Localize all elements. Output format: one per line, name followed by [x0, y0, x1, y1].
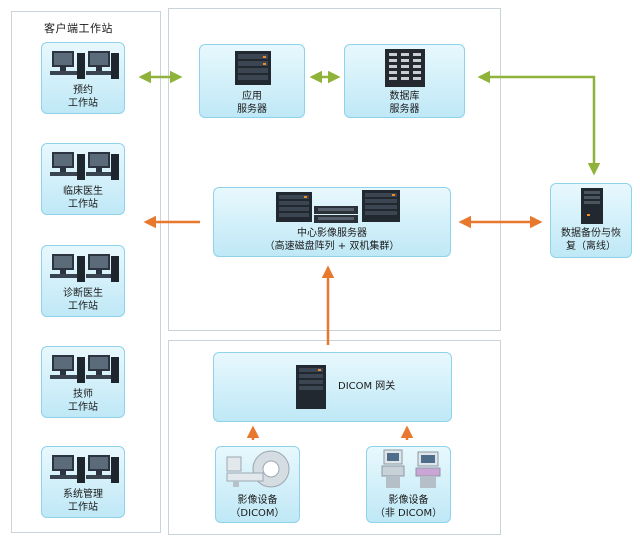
- workstation-diagnostic[interactable]: 诊断医生 工作站: [41, 245, 125, 317]
- workstation-admin[interactable]: 系统管理 工作站: [41, 446, 125, 518]
- database-rack-icon: [385, 49, 425, 87]
- central-server-label-line2: （高速磁盘阵列 + 双机集群）: [264, 241, 400, 252]
- workstation-icon: [50, 455, 119, 483]
- ct-scanner-icon: [226, 450, 290, 488]
- workstation-icon: [50, 355, 119, 383]
- workstation-label-line1: 临床医生: [63, 186, 103, 197]
- workstation-clinician[interactable]: 临床医生 工作站: [41, 143, 125, 215]
- tower-server-icon: [581, 188, 603, 224]
- device-non-dicom-label-line2: （非 DICOM）: [374, 508, 443, 519]
- workstation-icon: [50, 51, 119, 79]
- workstation-label-line2: 工作站: [68, 502, 98, 513]
- imaging-device-non-dicom[interactable]: 影像设备 （非 DICOM）: [366, 446, 451, 523]
- central-server-label-line1: 中心影像服务器: [297, 228, 367, 239]
- workstation-appointment[interactable]: 预约 工作站: [41, 42, 125, 114]
- backup-label-line2: 复（离线）: [566, 241, 616, 252]
- central-image-server[interactable]: 中心影像服务器 （高速磁盘阵列 + 双机集群）: [213, 187, 451, 257]
- dicom-gateway[interactable]: DICOM 网关: [213, 352, 452, 422]
- workstation-icon: [50, 254, 119, 282]
- app-server-label-line1: 应用: [242, 91, 262, 102]
- workstation-label-line2: 工作站: [68, 98, 98, 109]
- workstation-label-line1: 系统管理: [63, 489, 103, 500]
- gateway-server-icon: [296, 365, 326, 409]
- workstation-label-line1: 技师: [73, 389, 93, 400]
- device-non-dicom-label-line1: 影像设备: [388, 495, 429, 506]
- db-server-label-line1: 数据库: [389, 91, 420, 102]
- workstation-label-line2: 工作站: [68, 402, 98, 413]
- storage-array-icon: [276, 190, 400, 223]
- workstation-label-line1: 预约: [73, 85, 93, 96]
- gateway-label: DICOM 网关: [338, 381, 396, 392]
- device-dicom-label-line2: （DICOM）: [230, 508, 285, 519]
- backup-recovery[interactable]: 数据备份与恢 复（离线）: [550, 183, 632, 258]
- workstation-technician[interactable]: 技师 工作站: [41, 346, 125, 418]
- backup-label-line1: 数据备份与恢: [561, 228, 621, 239]
- client-group-title: 客户端工作站: [44, 22, 113, 35]
- workstation-label-line2: 工作站: [68, 301, 98, 312]
- workstation-label-line1: 诊断医生: [63, 288, 103, 299]
- device-dicom-label-line1: 影像设备: [237, 495, 278, 506]
- imaging-device-dicom[interactable]: 影像设备 （DICOM）: [215, 446, 300, 523]
- ultrasound-device-icon: [381, 449, 441, 488]
- application-server[interactable]: 应用 服务器: [199, 44, 305, 118]
- workstation-label-line2: 工作站: [68, 199, 98, 210]
- workstation-icon: [50, 152, 119, 180]
- app-server-label-line2: 服务器: [237, 104, 267, 115]
- db-server-label-line2: 服务器: [389, 104, 420, 115]
- rack-server-icon: [235, 51, 271, 85]
- database-server[interactable]: 数据库 服务器: [344, 44, 465, 118]
